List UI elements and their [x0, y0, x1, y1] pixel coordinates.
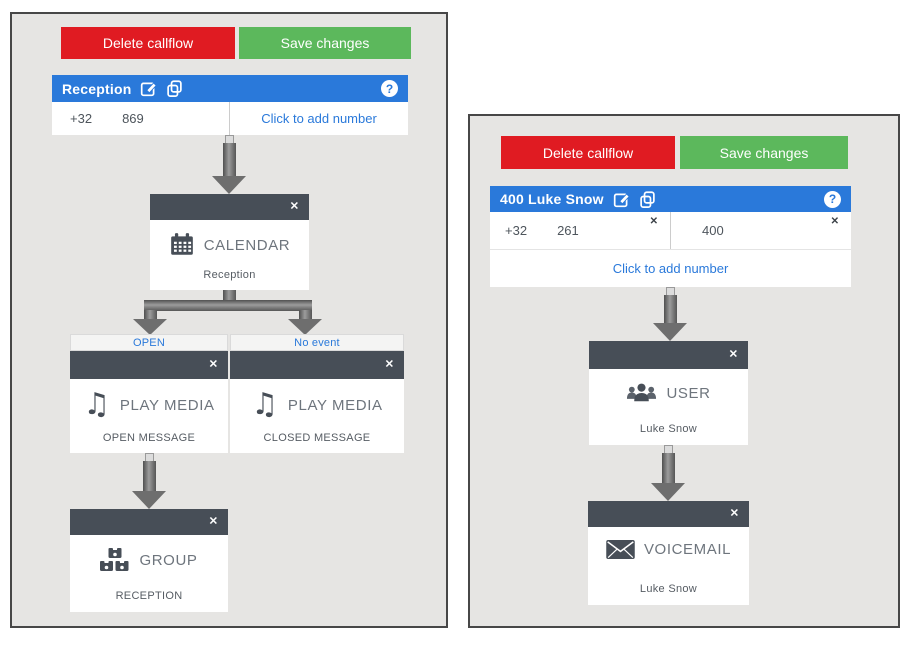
- close-icon[interactable]: ✕: [384, 358, 394, 371]
- branch-label-no-event: No event: [230, 334, 404, 351]
- edit-icon[interactable]: [613, 191, 630, 208]
- remove-number-icon[interactable]: ✕: [649, 216, 658, 227]
- flow-arrow-shaft: [662, 453, 675, 483]
- branch-bar: [144, 300, 312, 311]
- phone-number-cell[interactable]: +32 261 ✕: [490, 212, 671, 249]
- node-type-label: GROUP: [139, 551, 198, 569]
- number-value: 261: [557, 223, 579, 238]
- close-icon[interactable]: ✕: [208, 358, 218, 371]
- calendar-node: ✕: [150, 194, 309, 290]
- callflow-panel-luke-snow: Delete callflow Save changes 400 Luke Sn…: [468, 114, 900, 628]
- flow-arrow-shaft: [223, 143, 236, 176]
- voicemail-node: ✕ VOICEMAIL Luke Snow: [588, 501, 749, 605]
- group-node-body[interactable]: GROUP RECEPTION: [70, 535, 228, 612]
- music-icon: ♫: [251, 387, 279, 422]
- node-header: ✕: [589, 341, 748, 369]
- extension-value: 400: [702, 223, 724, 238]
- node-type-label: PLAY MEDIA: [287, 396, 383, 414]
- node-header: ✕: [70, 351, 228, 379]
- callflow-title-bar: Reception ?: [52, 75, 408, 102]
- edit-icon[interactable]: [140, 80, 158, 97]
- branch-arrow-head: [288, 319, 322, 335]
- extension-number-cell[interactable]: 400 ✕: [671, 212, 851, 249]
- flow-arrow-head: [651, 483, 685, 501]
- close-icon[interactable]: ✕: [728, 348, 738, 361]
- add-number-row[interactable]: Click to add number: [490, 249, 851, 287]
- branch-arrow-shaft: [299, 310, 312, 319]
- numbers-row: +32 869 Click to add number: [52, 102, 408, 135]
- delete-callflow-button[interactable]: Delete callflow: [61, 27, 235, 59]
- branch-arrow-shaft: [144, 310, 157, 319]
- play-media-node-body[interactable]: ♫ PLAY MEDIA OPEN MESSAGE: [70, 379, 228, 453]
- node-name-label: Reception: [203, 269, 256, 281]
- callflow-title: 400 Luke Snow: [500, 191, 604, 207]
- node-name-label: RECEPTION: [115, 590, 183, 602]
- add-number-link[interactable]: Click to add number: [612, 261, 729, 276]
- flow-arrow-head: [212, 176, 246, 194]
- group-node: ✕: [70, 509, 228, 612]
- calendar-icon: [169, 232, 195, 258]
- number-value: 869: [122, 111, 144, 126]
- phones-group-icon: [100, 547, 130, 573]
- phone-number-cell[interactable]: +32 869: [52, 102, 230, 135]
- play-media-node-body[interactable]: ♫ PLAY MEDIA CLOSED MESSAGE: [230, 379, 404, 453]
- node-type-label: CALENDAR: [203, 236, 291, 254]
- flow-arrow-shaft: [664, 295, 677, 323]
- add-number-link[interactable]: Click to add number: [261, 111, 377, 126]
- node-type-label: USER: [666, 384, 711, 402]
- play-media-open-node: ✕ ♫ PLAY MEDIA OPEN MESSAGE: [70, 351, 228, 453]
- branch-stub: [223, 290, 236, 301]
- copy-callflow-icon[interactable]: [166, 80, 183, 97]
- copy-callflow-icon[interactable]: [639, 190, 656, 208]
- user-node: ✕: [589, 341, 748, 445]
- help-icon[interactable]: ?: [824, 190, 841, 208]
- branch-label-open: OPEN: [70, 334, 228, 351]
- flow-arrow-head: [132, 491, 166, 509]
- add-number-cell[interactable]: Click to add number: [230, 102, 408, 135]
- voicemail-node-body[interactable]: VOICEMAIL Luke Snow: [588, 527, 749, 605]
- users-icon: [626, 382, 657, 404]
- flow-arrow-head: [653, 323, 687, 341]
- node-header: ✕: [230, 351, 404, 379]
- number-prefix: +32: [505, 223, 528, 238]
- node-header: ✕: [588, 501, 749, 527]
- node-header: ✕: [150, 194, 309, 220]
- callflow-panel-reception: Delete callflow Save changes Reception ?…: [10, 12, 448, 628]
- envelope-icon: [606, 540, 635, 559]
- play-media-closed-node: ✕ ♫ PLAY MEDIA CLOSED MESSAGE: [230, 351, 404, 453]
- node-type-label: PLAY MEDIA: [119, 396, 215, 414]
- user-node-body[interactable]: USER Luke Snow: [589, 369, 748, 445]
- close-icon[interactable]: ✕: [208, 515, 218, 528]
- node-name-label: OPEN MESSAGE: [102, 432, 196, 444]
- close-icon[interactable]: ✕: [289, 200, 299, 213]
- number-prefix: +32: [70, 111, 93, 126]
- close-icon[interactable]: ✕: [729, 507, 739, 520]
- flow-arrow-shaft: [143, 461, 156, 491]
- node-name-label: CLOSED MESSAGE: [263, 432, 371, 444]
- node-header: ✕: [70, 509, 228, 535]
- calendar-node-body[interactable]: CALENDAR Reception: [150, 220, 309, 290]
- music-icon: ♫: [83, 387, 111, 422]
- numbers-row: +32 261 ✕ 400 ✕: [490, 212, 851, 249]
- branch-arrow-head: [133, 319, 167, 335]
- callflow-title-bar: 400 Luke Snow ?: [490, 186, 851, 212]
- save-changes-button[interactable]: Save changes: [680, 136, 848, 169]
- help-icon[interactable]: ?: [381, 80, 398, 97]
- callflow-title: Reception: [62, 80, 132, 97]
- node-name-label: Luke Snow: [639, 423, 698, 435]
- node-type-label: VOICEMAIL: [643, 541, 732, 558]
- node-name-label: Luke Snow: [639, 583, 698, 595]
- remove-number-icon[interactable]: ✕: [830, 216, 839, 227]
- save-changes-button[interactable]: Save changes: [239, 27, 411, 59]
- delete-callflow-button[interactable]: Delete callflow: [501, 136, 675, 169]
